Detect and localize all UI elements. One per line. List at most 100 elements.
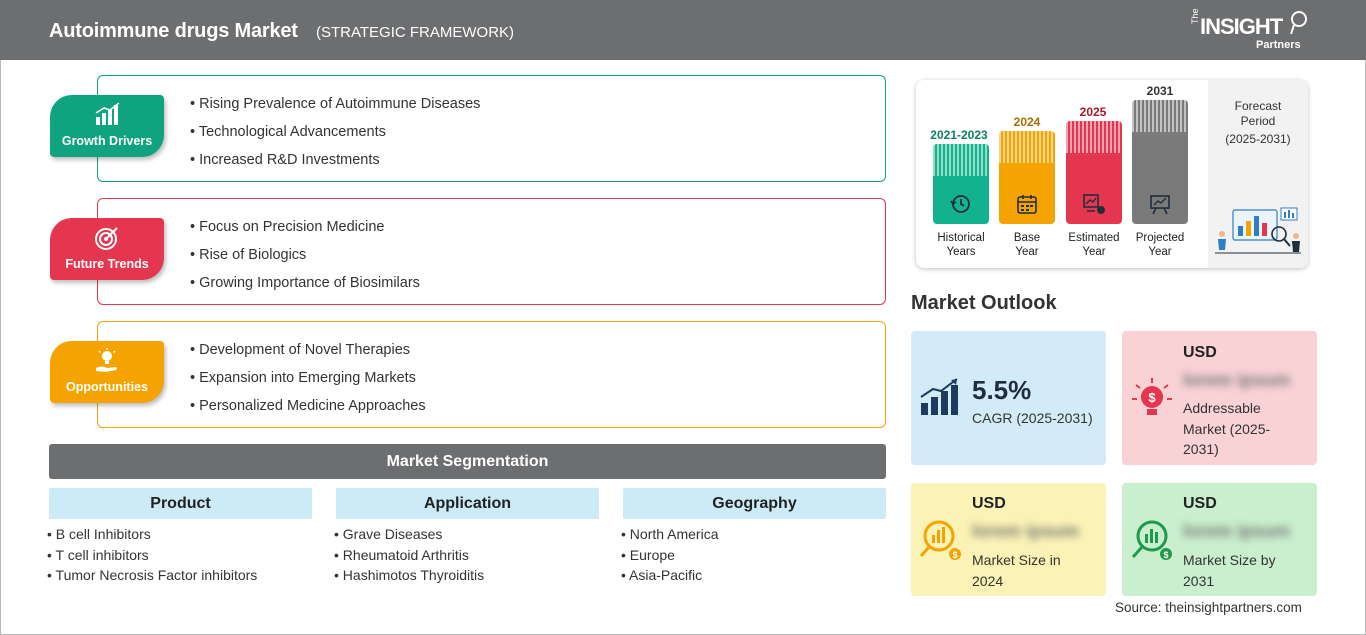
projection-icon — [1150, 195, 1170, 215]
period-bar-base — [999, 131, 1055, 224]
market-forecast-magnifier-icon: $ — [1131, 520, 1172, 560]
svg-text:$: $ — [1148, 390, 1156, 405]
list-item: Hashimotos Thyroiditis — [334, 566, 484, 587]
addressable-market-card: USD lorem ipsum Addressable Market (2025… — [1122, 331, 1317, 465]
period-caption-projected: Projected Year — [1120, 231, 1200, 259]
magnifier-logo-icon — [1290, 11, 1307, 35]
growth-drivers-badge: Growth Drivers — [50, 95, 164, 157]
segment-list-product: B cell Inhibitors T cell inhibitors Tumo… — [47, 525, 258, 587]
list-item: Personalized Medicine Approaches — [190, 396, 426, 424]
segment-header-application: Application — [336, 488, 599, 519]
calendar-icon — [1017, 195, 1037, 214]
header-bar: Autoimmune drugs Market (STRATEGIC FRAME… — [0, 0, 1366, 60]
addressable-label: Addressable Market (2025- 2031) — [1183, 398, 1270, 460]
future-trends-label: Future Trends — [65, 257, 149, 271]
period-year-historical: 2021-2023 — [930, 128, 988, 142]
logo-the-text: The — [1190, 8, 1200, 24]
caption-line-1: Historical — [937, 232, 985, 244]
label-line-1: Market Size by — [1183, 552, 1276, 568]
caption-line-2: Years — [946, 246, 976, 258]
forecast-period-range: (2025-2031) — [1225, 132, 1291, 146]
list-item: Europe — [621, 546, 719, 567]
list-item: Increased R&D Investments — [190, 150, 480, 178]
list-item: Rise of Biologics — [190, 245, 420, 273]
list-item: Focus on Precision Medicine — [190, 217, 420, 245]
label-line-2: Market (2025- — [1183, 420, 1271, 437]
period-caption-estimated: Estimated Year — [1054, 231, 1134, 259]
period-caption-historical: Historical Years — [921, 231, 1001, 259]
opportunities-list: Development of Novel Therapies Expansion… — [190, 340, 426, 424]
growth-drivers-box: Rising Prevalence of Autoimmune Diseases… — [97, 75, 886, 182]
bar-stripe — [1066, 121, 1122, 153]
size-2031-value: lorem ipsum — [1183, 521, 1291, 541]
market-outlook-title: Market Outlook — [911, 292, 1057, 314]
segment-list-geography: North America Europe Asia-Pacific — [621, 525, 719, 587]
dollar-bulb-icon: $ — [1132, 378, 1172, 415]
market-size-2024-card: USD lorem ipsum Market Size in 2024 $ — [911, 483, 1106, 596]
label-line-1: Addressable — [1183, 400, 1261, 416]
forecast-title-line-1: Forecast — [1234, 99, 1282, 113]
market-size-magnifier-icon: $ — [919, 520, 961, 560]
caption-line-2: Year — [1082, 246, 1106, 258]
addressable-currency: USD — [1183, 344, 1217, 361]
period-caption-base: Base Year — [987, 231, 1067, 259]
estimate-icon — [1083, 194, 1105, 214]
size-2031-currency: USD — [1183, 495, 1217, 512]
caption-line-1: Base — [1013, 232, 1041, 244]
period-year-base: 2024 — [1013, 115, 1041, 129]
page-title: Autoimmune drugs Market — [49, 20, 298, 42]
list-item: Asia-Pacific — [621, 566, 719, 587]
addressable-value: lorem ipsum — [1183, 370, 1291, 390]
future-trends-box: Focus on Precision Medicine Rise of Biol… — [97, 198, 886, 305]
cagr-label: CAGR (2025-2031) — [972, 410, 1093, 426]
analytics-people-icon — [1215, 207, 1301, 254]
list-item: Rheumatoid Arthritis — [334, 546, 484, 567]
list-item: Technological Advancements — [190, 122, 480, 150]
caption-line-2: Year — [1148, 246, 1172, 258]
growth-drivers-list: Rising Prevalence of Autoimmune Diseases… — [190, 94, 481, 178]
list-item: Tumor Necrosis Factor inhibitors — [47, 566, 258, 587]
label-line-2: 2031 — [1183, 572, 1215, 589]
size-2024-currency: USD — [972, 495, 1006, 512]
growth-bar-chart-icon — [920, 378, 958, 415]
bar-stripe — [1132, 100, 1188, 132]
target-icon — [95, 227, 118, 250]
period-year-estimated: 2025 — [1079, 105, 1107, 119]
source-credit: Source: theinsightpartners.com — [1115, 600, 1302, 615]
bar-stripe — [933, 144, 989, 176]
svg-text:$: $ — [952, 550, 957, 560]
period-bar-historical — [933, 144, 989, 224]
svg-text:$: $ — [1163, 550, 1168, 560]
cagr-card: 5.5% CAGR (2025-2031) — [911, 331, 1106, 465]
list-item: Grave Diseases — [334, 525, 484, 546]
label-line-2: 2024 — [972, 572, 1004, 589]
forecast-period-title: Forecast Period — [1208, 99, 1308, 129]
period-year-projected: 2031 — [1146, 84, 1174, 98]
insight-partners-logo[interactable]: The INSIGHT Partners — [1190, 8, 1310, 56]
segment-header-geography: Geography — [623, 488, 886, 519]
size-2024-label: Market Size in 2024 — [972, 550, 1061, 591]
growth-drivers-label: Growth Drivers — [61, 134, 153, 148]
bar-stripe — [999, 131, 1055, 163]
list-item: Rising Prevalence of Autoimmune Diseases — [190, 94, 480, 122]
opportunities-badge: Opportunities — [50, 341, 164, 403]
forecast-title-line-2: Period — [1240, 114, 1276, 128]
list-item: Expansion into Emerging Markets — [190, 368, 426, 396]
logo-insight-text: INSIGHT — [1200, 14, 1283, 39]
list-item: North America — [621, 525, 719, 546]
market-size-2031-card: USD lorem ipsum Market Size by 2031 $ — [1122, 483, 1317, 596]
segment-header-product: Product — [49, 488, 312, 519]
caption-line-2: Year — [1015, 246, 1039, 258]
market-segmentation-title: Market Segmentation — [49, 444, 886, 479]
list-item: B cell Inhibitors — [47, 525, 257, 546]
label-line-3: 2031) — [1183, 441, 1219, 457]
period-bar-projected — [1132, 100, 1188, 224]
opportunities-label: Opportunities — [66, 380, 148, 394]
size-2024-value: lorem ipsum — [972, 521, 1080, 541]
period-bar-estimated — [1066, 121, 1122, 224]
caption-line-1: Projected — [1135, 232, 1185, 244]
cagr-value: 5.5% — [972, 375, 1032, 405]
list-item: Development of Novel Therapies — [190, 340, 426, 368]
future-trends-badge: Future Trends — [50, 218, 164, 280]
opportunities-box: Development of Novel Therapies Expansion… — [97, 321, 886, 428]
